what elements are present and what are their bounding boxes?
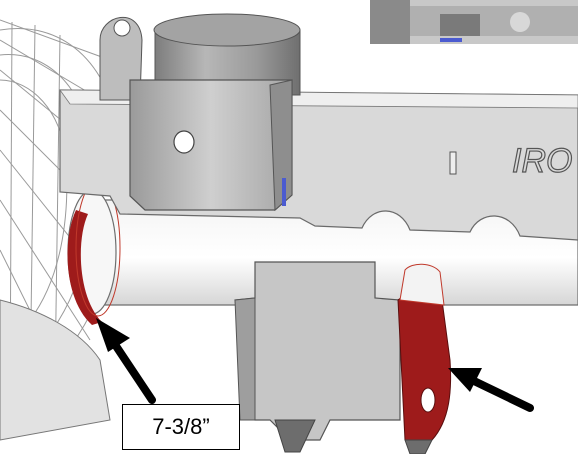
upper-mount-cylinder: [153, 13, 301, 96]
lower-bracket: [234, 261, 401, 453]
dimension-callout: 7-3/8”: [122, 404, 240, 450]
right-tab-highlight: [397, 263, 452, 454]
inset-thumbnail: [370, 0, 578, 44]
arrow-left-pointer-icon: [96, 318, 156, 404]
dimension-label: 7-3/8”: [152, 414, 210, 439]
emboss-text: IRO: [512, 142, 572, 180]
upper-tab: [99, 16, 143, 101]
arrow-right-pointer-icon: [448, 368, 534, 412]
upper-bracket: [129, 79, 293, 212]
knuckle: [0, 299, 111, 441]
